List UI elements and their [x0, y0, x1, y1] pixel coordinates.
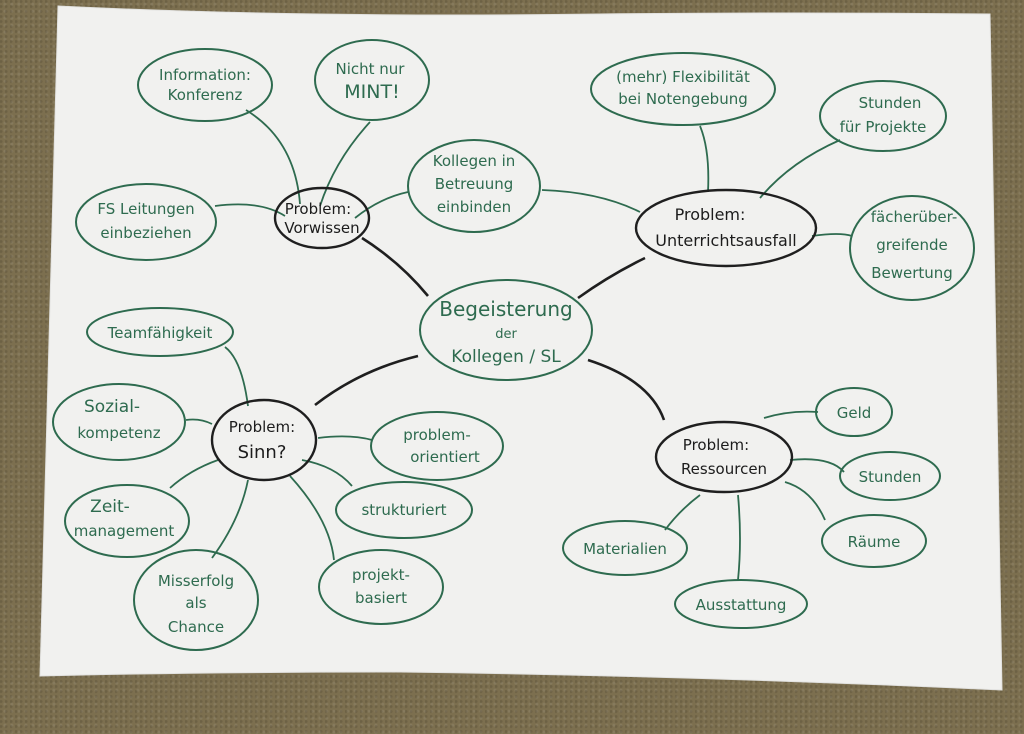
node-text: strukturiert	[361, 501, 446, 519]
node-text: fächerüber-	[871, 208, 958, 226]
center-line-2: der	[495, 327, 517, 342]
node-text: als	[185, 594, 206, 612]
node-text: für Projekte	[840, 118, 927, 136]
node-nicht-nur-mint: Nicht nur MINT!	[314, 39, 430, 121]
node-stunden-projekte: Stunden für Projekte	[819, 80, 947, 152]
problem-unterrichtsausfall-line-2: Unterrichtsausfall	[655, 231, 796, 250]
node-flexibilitaet: (mehr) Flexibilität bei Notengebung	[590, 52, 776, 126]
paper-sheet	[39, 5, 1003, 691]
node-text: Teamfähigkeit	[107, 324, 213, 342]
problem-sinn-line-2: Sinn?	[238, 442, 287, 463]
problem-vorwissen-line-1: Problem:	[285, 200, 351, 218]
node-text: (mehr) Flexibilität	[616, 68, 750, 86]
node-text: einbeziehen	[100, 224, 191, 242]
center-node: Begeisterung der Kollegen / SL	[419, 279, 593, 381]
node-text: FS Leitungen	[97, 200, 194, 218]
node-text: MINT!	[344, 81, 399, 103]
node-problemorientiert: problem- orientiert	[370, 411, 504, 481]
node-text: basiert	[355, 589, 407, 607]
node-materialien: Materialien	[562, 520, 688, 576]
node-text: Nicht nur	[336, 60, 406, 78]
node-text: Betreuung	[435, 175, 514, 193]
node-projektbasiert: projekt- basiert	[318, 549, 444, 625]
node-text: orientiert	[410, 448, 480, 466]
node-misserfolg-chance: Misserfolg als Chance	[133, 549, 259, 651]
node-text: bei Notengebung	[618, 90, 748, 108]
problem-unterrichtsausfall-node: Problem: Unterrichtsausfall	[634, 188, 818, 268]
problem-ressourcen-line-1: Problem:	[683, 436, 749, 454]
node-raeume: Räume	[821, 514, 927, 568]
problem-vorwissen-node: Problem: Vorwissen	[273, 186, 371, 250]
problem-ressourcen-line-2: Ressourcen	[681, 460, 767, 478]
node-text: Zeit-	[90, 497, 130, 517]
node-text: problem-	[403, 426, 470, 444]
center-line-1: Begeisterung	[439, 297, 572, 321]
child-edges	[169, 109, 853, 581]
center-line-3: Kollegen / SL	[451, 347, 561, 367]
problem-sinn-node: Problem: Sinn?	[210, 398, 318, 482]
node-text: Misserfolg	[158, 572, 234, 590]
node-text: Sozial-	[84, 397, 140, 417]
problem-unterrichtsausfall-line-1: Problem:	[675, 205, 746, 224]
node-text: Ausstattung	[696, 596, 787, 614]
node-ausstattung: Ausstattung	[674, 579, 808, 629]
problem-ressourcen-node: Problem: Ressourcen	[654, 420, 794, 494]
node-text: Information:	[159, 66, 251, 84]
node-teamfaehigkeit: Teamfähigkeit	[86, 307, 234, 357]
node-text: management	[74, 522, 175, 540]
node-text: Stunden	[859, 468, 922, 486]
node-text: Bewertung	[871, 264, 953, 282]
node-fs-leitungen: FS Leitungen einbeziehen	[75, 183, 217, 261]
node-geld: Geld	[815, 387, 893, 437]
node-text: Kollegen in	[433, 152, 516, 170]
node-sozialkompetenz: Sozial- kompetenz	[52, 383, 186, 461]
main-edges	[314, 236, 666, 421]
node-text: Chance	[168, 618, 224, 636]
node-text: Geld	[837, 404, 872, 422]
node-text: projekt-	[352, 566, 410, 584]
node-text: Stunden	[859, 94, 922, 112]
problem-sinn-line-1: Problem:	[229, 418, 295, 436]
node-information-konferenz: Information: Konferenz	[137, 48, 273, 122]
node-text: einbinden	[437, 198, 511, 216]
node-kollegen-betreuung: Kollegen in Betreuung einbinden	[407, 139, 541, 233]
node-text: greifende	[876, 236, 948, 254]
node-faecheruebergreifend: fächerüber- greifende Bewertung	[849, 195, 975, 301]
node-stunden: Stunden	[839, 451, 941, 501]
node-text: kompetenz	[77, 424, 160, 442]
node-text: Räume	[848, 533, 901, 551]
node-strukturiert: strukturiert	[335, 481, 473, 539]
node-text: Materialien	[583, 540, 667, 558]
node-text: Konferenz	[168, 86, 243, 104]
problem-vorwissen-line-2: Vorwissen	[284, 219, 359, 237]
node-zeitmanagement: Zeit- management	[64, 484, 190, 558]
